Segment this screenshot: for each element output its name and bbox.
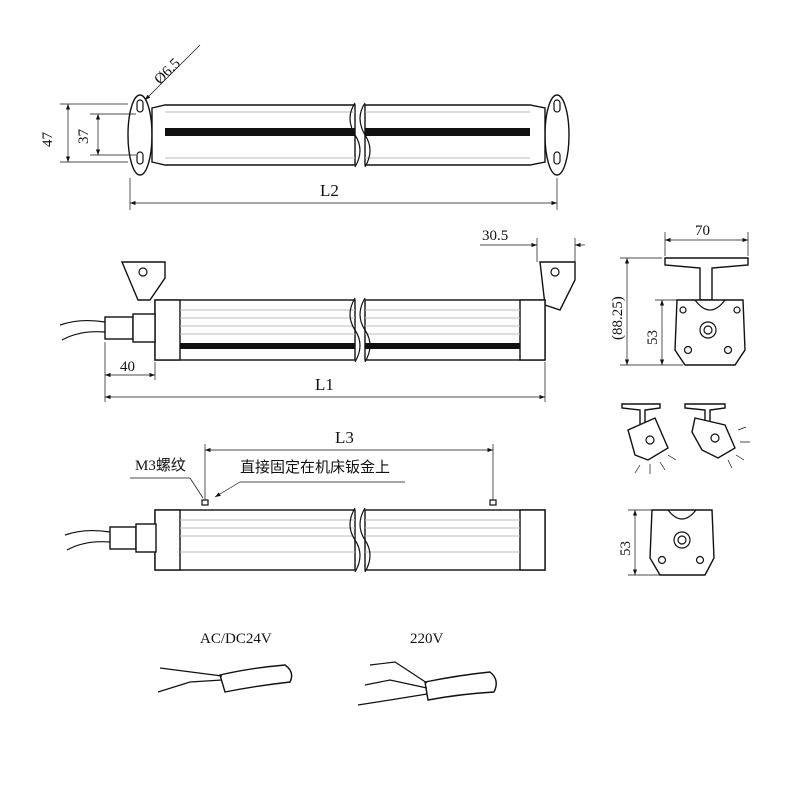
cable-24v: AC/DC24V bbox=[157, 631, 293, 693]
cable-220v: 220V bbox=[357, 631, 497, 706]
top-view: 47 37 Ø6.5 L2 bbox=[40, 44, 570, 210]
cable-220v-label: 220V bbox=[410, 631, 444, 647]
bracket-offset-dim: 30.5 bbox=[482, 228, 508, 244]
bracket-width-dim: 70 bbox=[695, 223, 710, 239]
mount-cap-height-dim: 53 bbox=[618, 541, 634, 556]
end-view: 70 (88.25) 53 bbox=[610, 223, 749, 366]
screw-label: M3螺纹 bbox=[135, 457, 186, 474]
total-height-dim: (88.25) bbox=[610, 296, 626, 340]
outer-height-dim: 47 bbox=[40, 132, 56, 148]
direct-mount-view: M3螺纹 直接固定在机床钣金上 L3 53 bbox=[64, 428, 715, 576]
connector-length-dim: 40 bbox=[120, 359, 135, 375]
screw-spacing-l3-dim: L3 bbox=[335, 428, 354, 447]
cap-height-dim: 53 bbox=[645, 330, 661, 345]
length-l1-dim: L1 bbox=[315, 375, 334, 394]
hole-spacing-dim: 37 bbox=[76, 129, 92, 145]
length-l2-dim: L2 bbox=[320, 181, 339, 200]
side-view: 40 L1 30.5 bbox=[59, 228, 585, 402]
tilted-views bbox=[621, 403, 750, 474]
mount-note: 直接固定在机床钣金上 bbox=[240, 458, 390, 476]
cable-24v-label: AC/DC24V bbox=[200, 631, 272, 647]
hole-diameter-dim: Ø6.5 bbox=[152, 56, 184, 88]
